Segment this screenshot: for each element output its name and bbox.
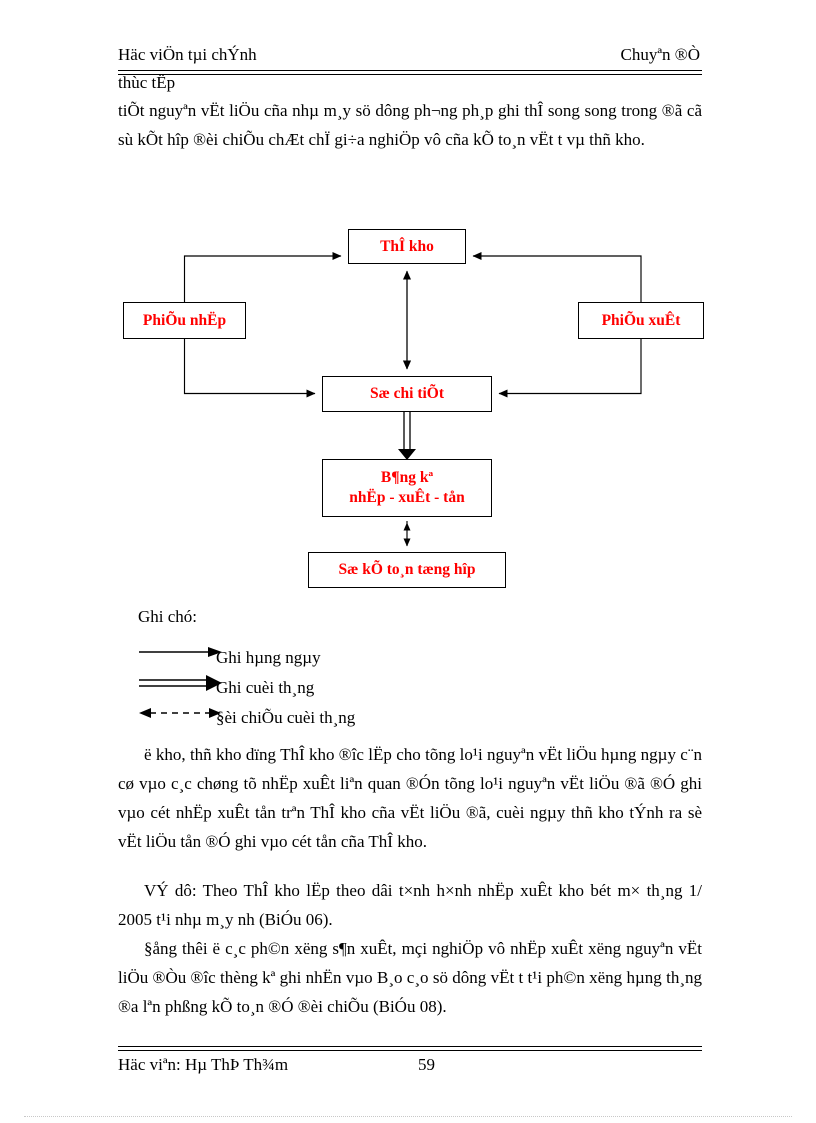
- double-arrow-icon: [138, 670, 224, 700]
- legend-item-doi-chieu-cuoi-thang: §èi chiÕu cuèi th¸ng: [138, 702, 558, 734]
- legend-label-ghi-cuoi-thang: Ghi cuèi th¸ng: [216, 678, 315, 697]
- page-number: 59: [418, 1055, 435, 1074]
- box-phieu-xuat-label: PhiÕu xuÊt: [601, 311, 681, 329]
- header-continuation-text: thùc tËp: [118, 73, 176, 92]
- legend-item-ghi-hang-ngay: Ghi hµng ngµy: [138, 638, 558, 670]
- page-bottom-edge: [24, 1116, 792, 1117]
- box-so-ke-toan-tong-hop: Sæ kÕ to¸n tæng hîp: [308, 552, 506, 588]
- box-phieu-nhap: PhiÕu nhËp: [123, 302, 246, 339]
- legend-title: Ghi chó:: [138, 607, 198, 626]
- header-divider-rule: [118, 70, 702, 75]
- legend-label-doi-chieu-cuoi-thang: §èi chiÕu cuèi th¸ng: [216, 708, 356, 727]
- single-arrow-icon: [138, 638, 224, 668]
- paragraph-intro: tiÕt nguyªn vËt liÖu cña nhµ m¸y sö dông…: [118, 101, 702, 149]
- box-bang-ke-label-line1: B¶ng kª: [380, 469, 434, 486]
- header-left-text: Häc viÖn tµi chÝnh: [118, 45, 257, 64]
- legend-item-ghi-cuoi-thang: Ghi cuèi th¸ng: [138, 670, 558, 702]
- box-phieu-xuat: PhiÕu xuÊt: [578, 302, 704, 339]
- paragraph-body-1: ë kho, thñ kho dïng ThÎ kho ®îc lËp cho …: [118, 745, 702, 851]
- box-bang-ke: B¶ng kª nhËp - xuÊt - tån: [322, 459, 492, 517]
- header-right-text: Chuyªn ®Ò: [620, 45, 700, 64]
- legend-label-ghi-hang-ngay: Ghi hµng ngµy: [216, 648, 321, 667]
- double-line-connector: [403, 412, 411, 450]
- box-so-ke-toan-tong-hop-label: Sæ kÕ to¸n tæng hîp: [338, 561, 476, 578]
- legend: Ghi hµng ngµy Ghi cuèi th¸ng §èi chi: [138, 638, 558, 766]
- header-row: Häc viÖn tµi chÝnh Chuyªn ®Ò: [118, 44, 702, 66]
- box-so-chi-tiet-label: Sæ chi tiÕt: [369, 385, 445, 402]
- paragraph-body-3: §ång thêi ë c¸c ph©n xëng s¶n xuÊt, mçi …: [118, 939, 702, 1016]
- running-footer: Häc viªn: Hµ ThÞ Th¾m 59: [118, 1054, 702, 1076]
- running-header: Häc viÖn tµi chÝnh Chuyªn ®Ò: [118, 44, 702, 66]
- box-the-kho-label: ThÎ kho: [380, 237, 434, 255]
- paragraph-body-2: VÝ dô: Theo ThÎ kho lËp theo dâi t×nh h×…: [118, 881, 702, 929]
- footer-author-text: Häc viªn: Hµ ThÞ Th¾m: [118, 1055, 289, 1074]
- footer-divider-rule: [118, 1046, 702, 1051]
- box-so-chi-tiet: Sæ chi tiÕt: [322, 376, 492, 412]
- box-bang-ke-label-line2: nhËp - xuÊt - tån: [349, 489, 465, 506]
- box-the-kho: ThÎ kho: [348, 229, 466, 264]
- box-phieu-nhap-label: PhiÕu nhËp: [142, 311, 227, 329]
- dashed-double-headed-arrow-icon: [138, 702, 224, 732]
